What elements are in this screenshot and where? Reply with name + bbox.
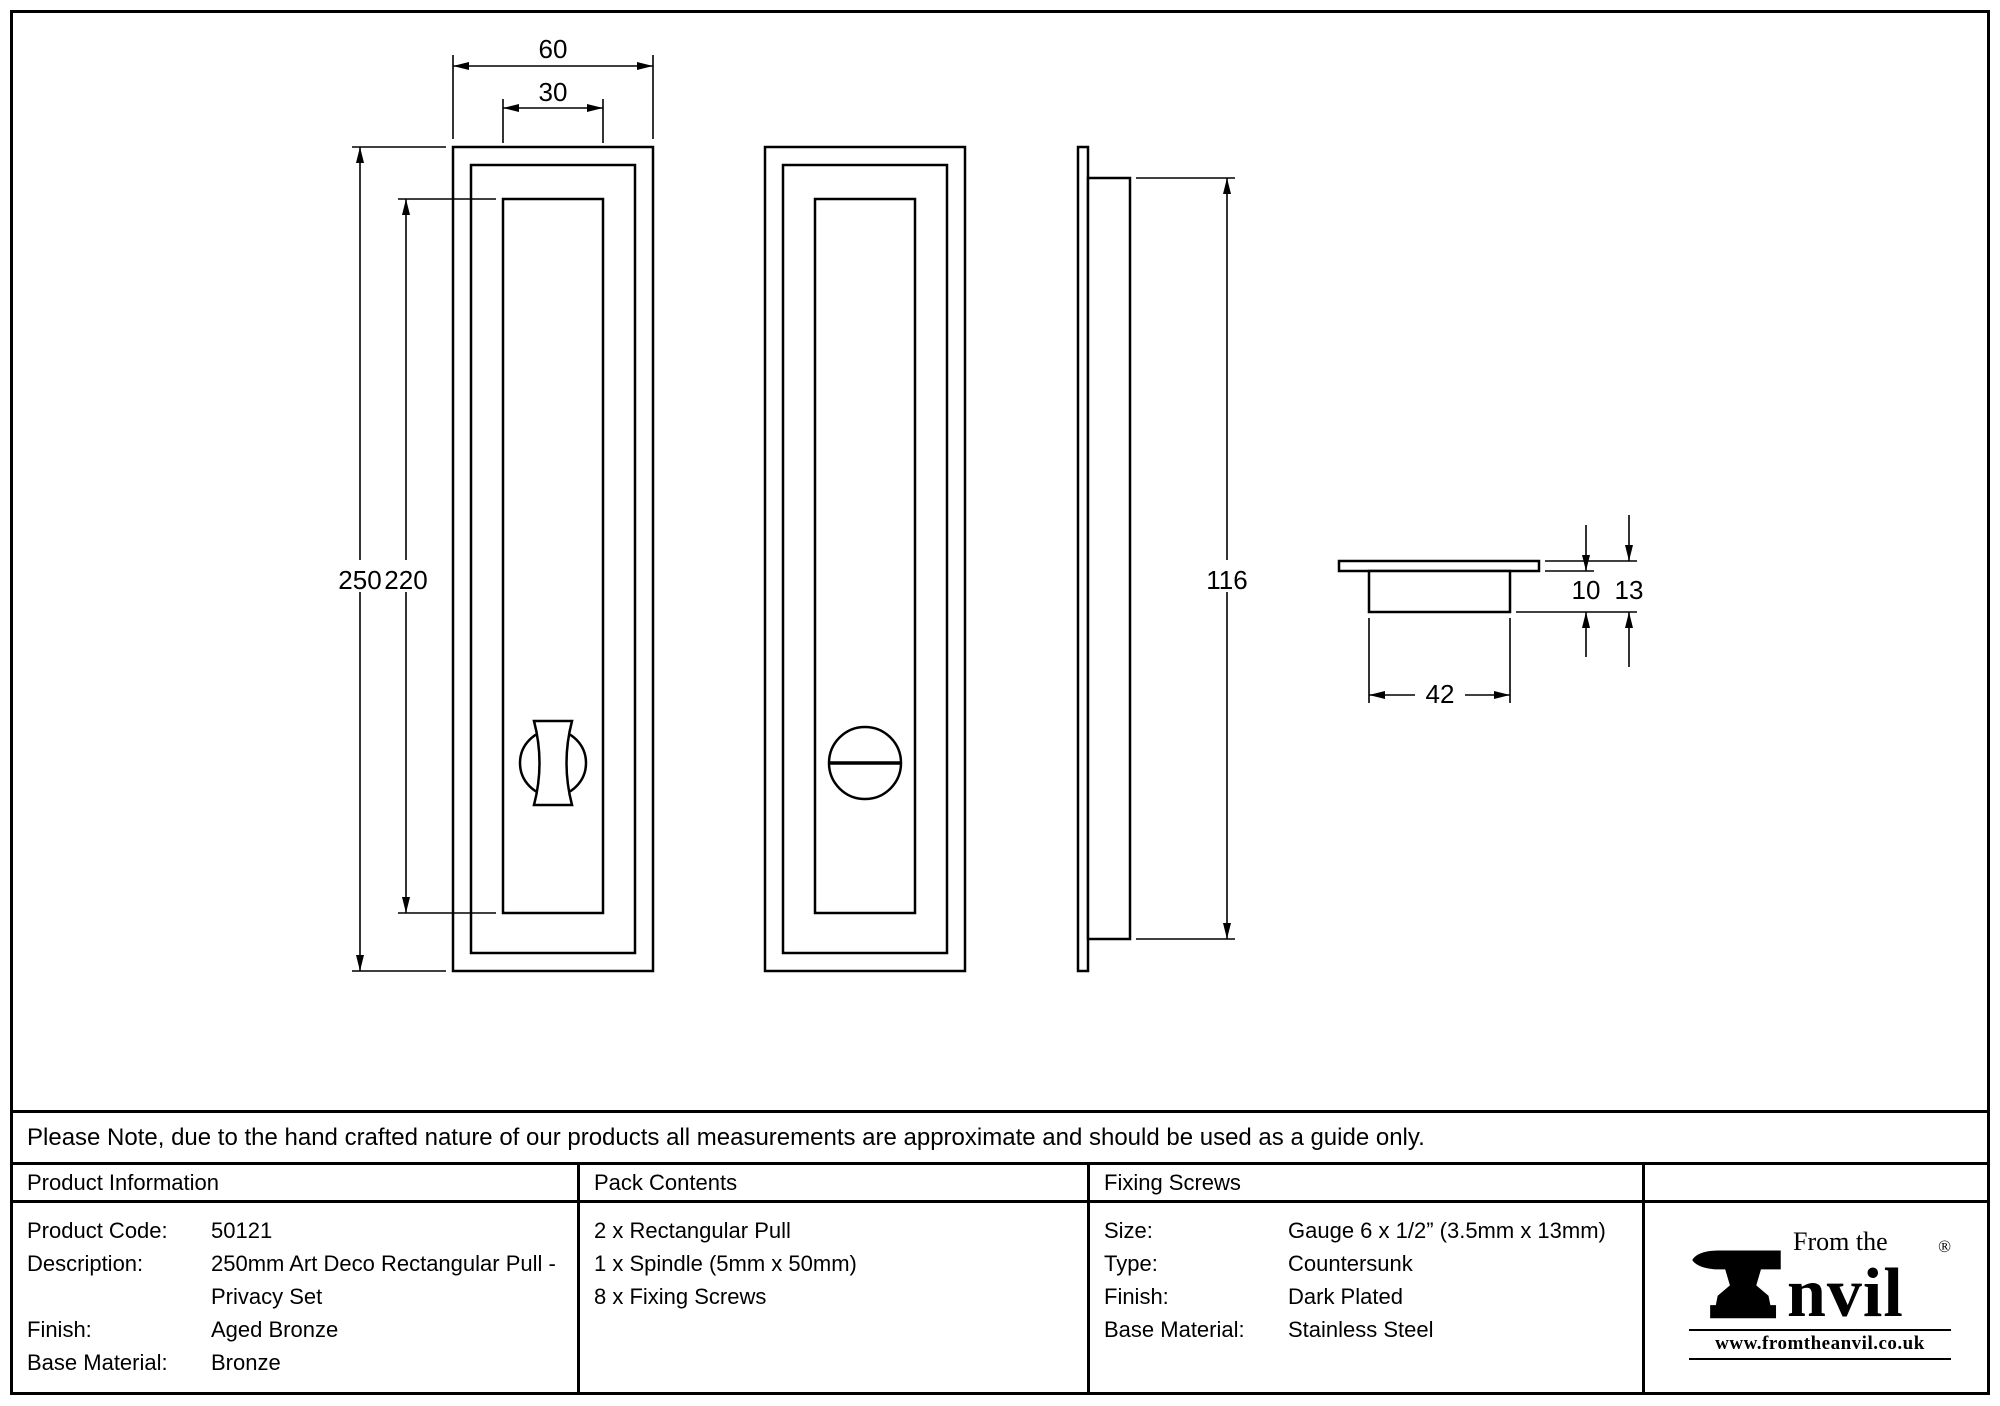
logo-website: www.fromtheanvil.co.uk — [1689, 1329, 1951, 1360]
table-row: Privacy Set — [27, 1280, 571, 1313]
logo-wordmark: nvil — [1787, 1255, 1904, 1332]
dim-recess-height: 220 — [384, 565, 427, 595]
product-info-cell: Product Code: 50121 Description: 250mm A… — [13, 1203, 580, 1392]
fixing-screws-header: Fixing Screws — [1090, 1165, 1645, 1203]
cup-section-view — [1337, 559, 1541, 614]
pack-item: 8 x Fixing Screws — [594, 1284, 767, 1309]
measurement-note: Please Note, due to the hand crafted nat… — [13, 1110, 1987, 1162]
description-value: 250mm Art Deco Rectangular Pull - — [211, 1251, 556, 1276]
anvil-icon — [1692, 1250, 1781, 1319]
base-material-value: Bronze — [211, 1350, 281, 1375]
product-info-header: Product Information — [13, 1165, 580, 1203]
side-view — [1076, 145, 1132, 973]
screw-size-label: Size: — [1104, 1218, 1153, 1243]
pack-contents-header: Pack Contents — [580, 1165, 1090, 1203]
thumbturn-grip — [532, 719, 574, 807]
front-view-thumbturn — [451, 145, 655, 973]
spec-table: Product Information Pack Contents Fixing… — [13, 1162, 1987, 1392]
description-label: Description: — [27, 1251, 144, 1276]
dimension-labels: 60 30 250 220 116 10 13 42 — [336, 34, 1643, 710]
cup-body — [1367, 569, 1512, 614]
logo-header-cell — [1645, 1165, 1987, 1203]
table-row: Type: Countersunk — [1104, 1247, 1636, 1280]
note-text: Please Note, due to the hand crafted nat… — [27, 1123, 1425, 1151]
table-row: Description: 250mm Art Deco Rectangular … — [27, 1247, 571, 1280]
from-the-anvil-logo: From the nvil ® www.fromtheanvil.co.uk — [1689, 1227, 1951, 1371]
screw-type-value: Countersunk — [1288, 1251, 1413, 1276]
dim-front-height: 250 — [338, 565, 381, 595]
screw-size-value: Gauge 6 x 1/2” (3.5mm x 13mm) — [1288, 1218, 1606, 1243]
base-material-label: Base Material: — [27, 1350, 168, 1375]
pull-recess-panel — [813, 197, 917, 915]
logo-prefix: From the — [1793, 1227, 1888, 1256]
screw-type-label: Type: — [1104, 1251, 1158, 1276]
screw-material-label: Base Material: — [1104, 1317, 1245, 1342]
table-row: Base Material: Bronze — [27, 1346, 571, 1379]
table-row: Size: Gauge 6 x 1/2” (3.5mm x 13mm) — [1104, 1214, 1636, 1247]
pack-item: 1 x Spindle (5mm x 50mm) — [594, 1251, 857, 1276]
side-plate — [1076, 145, 1090, 973]
pack-contents-cell: 2 x Rectangular Pull 1 x Spindle (5mm x … — [580, 1203, 1090, 1392]
dim-front-width: 60 — [539, 34, 568, 64]
finish-label: Finish: — [27, 1317, 92, 1342]
dim-recess-width: 30 — [539, 77, 568, 107]
brand-cell: From the nvil ® www.fromtheanvil.co.uk — [1645, 1203, 1987, 1392]
product-code-label: Product Code: — [27, 1218, 168, 1243]
screw-finish-value: Dark Plated — [1288, 1284, 1403, 1309]
table-row: Finish: Dark Plated — [1104, 1280, 1636, 1313]
fixing-screws-cell: Size: Gauge 6 x 1/2” (3.5mm x 13mm) Type… — [1090, 1203, 1645, 1392]
pack-item: 2 x Rectangular Pull — [594, 1218, 791, 1243]
dim-cutout-height: 116 — [1206, 565, 1247, 595]
dim-overall-depth: 13 — [1615, 575, 1644, 605]
table-row: Base Material: Stainless Steel — [1104, 1313, 1636, 1346]
registered-trademark: ® — [1938, 1237, 1951, 1256]
extension-lines — [352, 55, 1637, 972]
finish-value: Aged Bronze — [211, 1317, 339, 1342]
screw-material-value: Stainless Steel — [1288, 1317, 1434, 1342]
dim-cup-depth: 10 — [1572, 575, 1601, 605]
front-view-coinslot — [763, 145, 967, 973]
screw-finish-label: Finish: — [1104, 1284, 1169, 1309]
description-value-cont: Privacy Set — [211, 1284, 323, 1309]
table-row: Finish: Aged Bronze — [27, 1313, 571, 1346]
table-row: Product Code: 50121 — [27, 1214, 571, 1247]
technical-drawing: 60 30 250 220 116 10 13 42 — [336, 34, 1644, 973]
side-cup — [1086, 176, 1132, 941]
cup-flange — [1337, 559, 1541, 573]
product-code-value: 50121 — [211, 1218, 273, 1243]
dim-cup-width: 42 — [1426, 679, 1455, 709]
description-label-cont — [27, 1280, 211, 1313]
